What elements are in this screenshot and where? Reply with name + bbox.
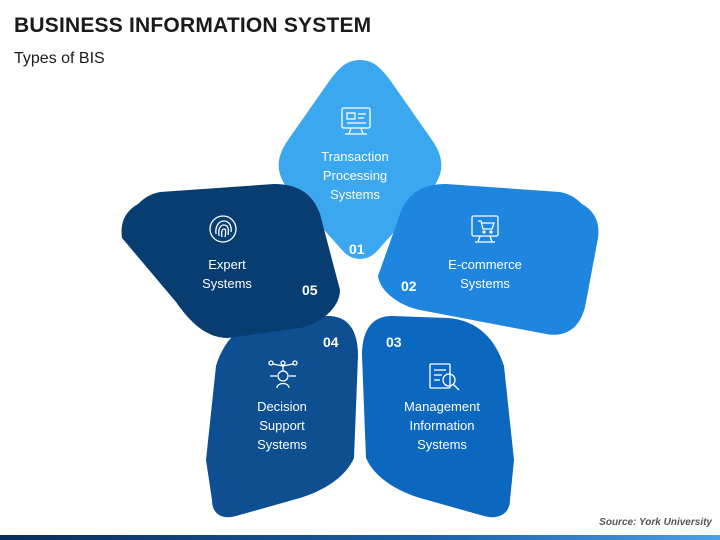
petal-04-line-3: Systems [257, 437, 307, 452]
shopping-cart-monitor-icon [471, 215, 499, 243]
bottom-accent-bar [0, 535, 720, 540]
petal-04-shape [206, 316, 358, 518]
petal-02-line-2: Systems [460, 276, 510, 291]
petal-01-line-3: Systems [330, 187, 380, 202]
petal-01-label: Transaction Processing Systems [285, 147, 425, 204]
page-subtitle: Types of BIS [14, 50, 105, 67]
page-title: BUSINESS INFORMATION SYSTEM [14, 14, 372, 37]
petal-04-number: 04 [323, 334, 339, 350]
petal-02-shape [378, 184, 599, 335]
source-note: Source: York University [599, 517, 712, 528]
petal-03-number: 03 [386, 334, 402, 350]
computer-monitor-icon [341, 107, 371, 135]
petal-05-number: 05 [302, 282, 318, 298]
decision-network-icon [268, 360, 298, 389]
petal-03-line-2: Information [409, 418, 475, 433]
petal-02-number: 02 [401, 278, 417, 294]
petal-03-label: Management Information Systems [372, 397, 512, 454]
petal-01-line-1: Transaction [321, 149, 389, 164]
petal-04-label: Decision Support Systems [212, 397, 352, 454]
petal-01-line-2: Processing [322, 168, 388, 183]
petal-01-shape [278, 60, 442, 259]
petal-02-label: E-commerce Systems [415, 255, 555, 293]
petal-03-shape [362, 316, 514, 518]
petal-04-line-1: Decision [257, 399, 307, 414]
petal-05-line-1: Expert [208, 257, 246, 272]
petal-01-number: 01 [349, 241, 365, 257]
petal-05-label: Expert Systems [157, 255, 297, 293]
petal-02-line-1: E-commerce [448, 257, 522, 272]
fingerprint-icon [209, 215, 237, 243]
document-search-icon [429, 363, 460, 391]
petal-03-line-1: Management [404, 399, 480, 414]
petal-04-line-2: Support [259, 418, 305, 433]
petal-03-line-3: Systems [417, 437, 467, 452]
petal-05-line-2: Systems [202, 276, 252, 291]
petal-05-shape [121, 184, 341, 338]
